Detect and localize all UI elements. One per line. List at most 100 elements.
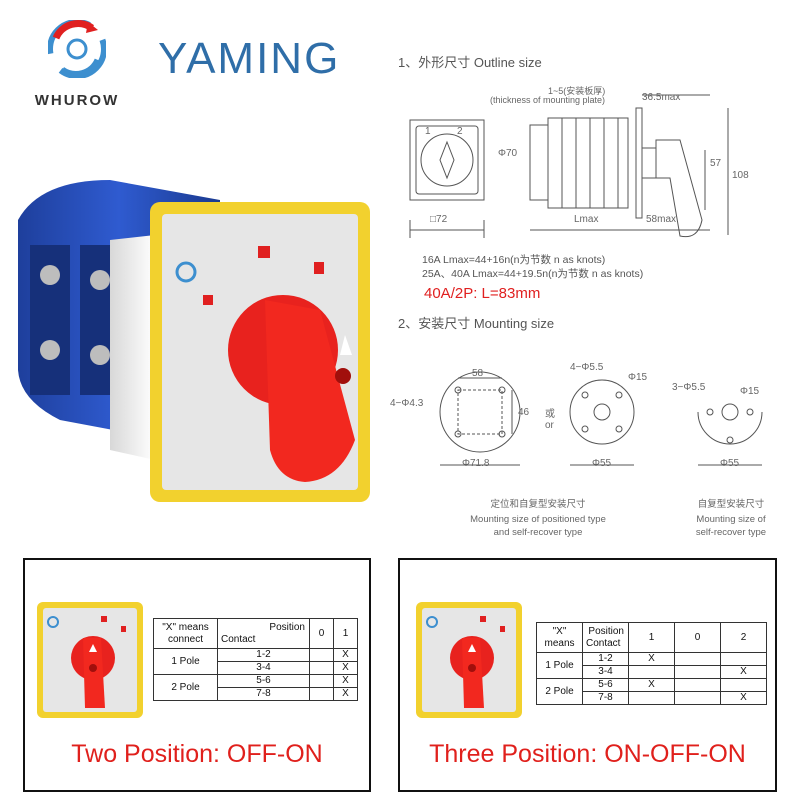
mounting-plate-en: (thickness of mounting plate) — [490, 95, 606, 105]
position-header: 0 — [674, 622, 721, 653]
contact-cell: 5-6 — [582, 678, 629, 692]
position-contact-header: Position Contact — [582, 622, 629, 653]
mounting-size-heading: 2、安装尺寸 Mounting size — [398, 316, 555, 331]
dim-72: □72 — [430, 214, 448, 225]
outline-drawing — [409, 94, 729, 238]
caption-left-en1: Mounting size of positioned type — [470, 514, 606, 525]
state-cell — [309, 687, 334, 701]
state-cell — [309, 648, 334, 662]
dim-58max: 58max — [646, 214, 677, 225]
or-cn: 或 — [545, 409, 555, 420]
whurow-logo-icon — [48, 20, 106, 78]
state-cell — [674, 665, 721, 679]
state-cell — [309, 661, 334, 675]
three-position-panel: "X" means Position Contact 1 0 2 1 Pole … — [398, 558, 777, 792]
state-cell — [309, 674, 334, 688]
x-means-label: "X" means connect — [153, 618, 218, 649]
position-header: 0 — [309, 618, 334, 649]
state-cell: X — [333, 687, 358, 701]
dim-108: 108 — [732, 170, 749, 181]
mounting-plate-label: 1~5(安装板厚) — [548, 86, 606, 96]
dim-4phi4-3: 4−Φ4.3 — [390, 398, 424, 409]
dim-36-5max: 36.5max — [642, 92, 681, 103]
dim-lmax: Lmax — [574, 214, 599, 225]
table-row: 1 Pole 1-2 X — [153, 648, 358, 675]
pole-label: 1 Pole — [536, 652, 583, 679]
table-row: 2 Pole 5-6 X — [536, 678, 767, 705]
contact-cell: 5-6 — [217, 674, 310, 688]
mounting-drawing — [439, 371, 763, 466]
or-en: or — [545, 420, 554, 431]
dim-4phi5-5: 4−Φ5.5 — [570, 362, 604, 373]
table-row: 2 Pole 5-6 X — [153, 674, 358, 701]
formula-16a: 16A Lmax=44+16n(n为节数 n as knots) — [422, 254, 606, 266]
caption-left-en2: and self-recover type — [493, 527, 583, 538]
state-cell — [628, 665, 675, 679]
contact-cell: 3-4 — [217, 661, 310, 675]
state-cell: X — [628, 678, 675, 692]
dim-phi70: Φ70 — [498, 148, 518, 159]
caption-left-cn: 定位和自复型安装尺寸 — [490, 499, 586, 510]
switch-thumbnail-icon — [37, 602, 143, 718]
pole-label: 2 Pole — [536, 678, 583, 705]
table-row: 7-8 X — [537, 691, 767, 705]
contact-cell: 7-8 — [582, 691, 629, 705]
state-cell: X — [720, 665, 767, 679]
position-label: Position — [588, 626, 624, 637]
contact-cell: 3-4 — [582, 665, 629, 679]
state-cell: X — [628, 652, 675, 666]
contact-label: Contact — [221, 634, 256, 645]
x-means-label: "X" means — [536, 622, 583, 653]
state-cell — [674, 691, 721, 705]
state-cell — [674, 652, 721, 666]
position-header: 1 — [333, 618, 358, 649]
dim-46: 46 — [518, 407, 530, 418]
state-cell — [720, 678, 767, 692]
state-cell: X — [333, 674, 358, 688]
position-label: Position — [269, 622, 305, 633]
caption-right-en2: self-recover type — [695, 527, 767, 538]
dim-57: 57 — [710, 158, 722, 169]
dim-phi15-b: Φ15 — [740, 386, 760, 397]
brand-name: YAMING — [158, 34, 341, 83]
table-row: 7-8 X — [154, 687, 358, 701]
panel-title: Three Position: ON-OFF-ON — [429, 740, 746, 768]
table-row: 3-4 X — [537, 665, 767, 679]
contact-cell: 1-2 — [217, 648, 310, 662]
state-cell — [720, 652, 767, 666]
position-header: 2 — [720, 622, 767, 653]
pos-2-label: 2 — [457, 126, 463, 137]
pole-label: 1 Pole — [153, 648, 218, 675]
contact-cell: 7-8 — [217, 687, 310, 701]
logo-wordmark: WHUROW — [34, 92, 120, 109]
outline-size-heading: 1、外形尺寸 Outline size — [398, 55, 542, 70]
position-contact-header: Position Contact — [217, 618, 310, 649]
state-cell: X — [333, 648, 358, 662]
red-note: 40A/2P: L=83mm — [424, 285, 541, 302]
state-cell: X — [720, 691, 767, 705]
contact-table: "X" means connect Position Contact 0 1 1… — [153, 618, 358, 701]
switch-thumbnail-icon — [416, 602, 522, 718]
contact-table: "X" means Position Contact 1 0 2 1 Pole … — [536, 622, 767, 705]
pos-1-label: 1 — [425, 126, 431, 137]
dim-58: 58 — [472, 368, 484, 379]
state-cell: X — [333, 661, 358, 675]
panel-title: Two Position: OFF-ON — [71, 740, 323, 768]
dim-phi15-a: Φ15 — [628, 372, 648, 383]
contact-cell: 1-2 — [582, 652, 629, 666]
dim-phi55-b: Φ55 — [720, 458, 740, 469]
formula-25a: 25A、40A Lmax=44+19.5n(n为节数 n as knots) — [422, 268, 644, 280]
contact-label: Contact — [586, 638, 621, 649]
caption-right-cn: 自复型安装尺寸 — [697, 499, 765, 510]
position-header: 1 — [628, 622, 675, 653]
state-cell — [628, 691, 675, 705]
caption-right-en1: Mounting size of — [696, 514, 766, 525]
dim-phi71-8: Φ71.8 — [462, 458, 490, 469]
dim-phi55-a: Φ55 — [592, 458, 612, 469]
pole-label: 2 Pole — [153, 674, 218, 701]
two-position-panel: "X" means connect Position Contact 0 1 1… — [23, 558, 371, 792]
dim-3phi5-5: 3−Φ5.5 — [672, 382, 706, 393]
brand-logo: WHUROW — [16, 20, 136, 115]
table-row: 1 Pole 1-2 X — [536, 652, 767, 679]
switch-product-image — [18, 180, 370, 502]
